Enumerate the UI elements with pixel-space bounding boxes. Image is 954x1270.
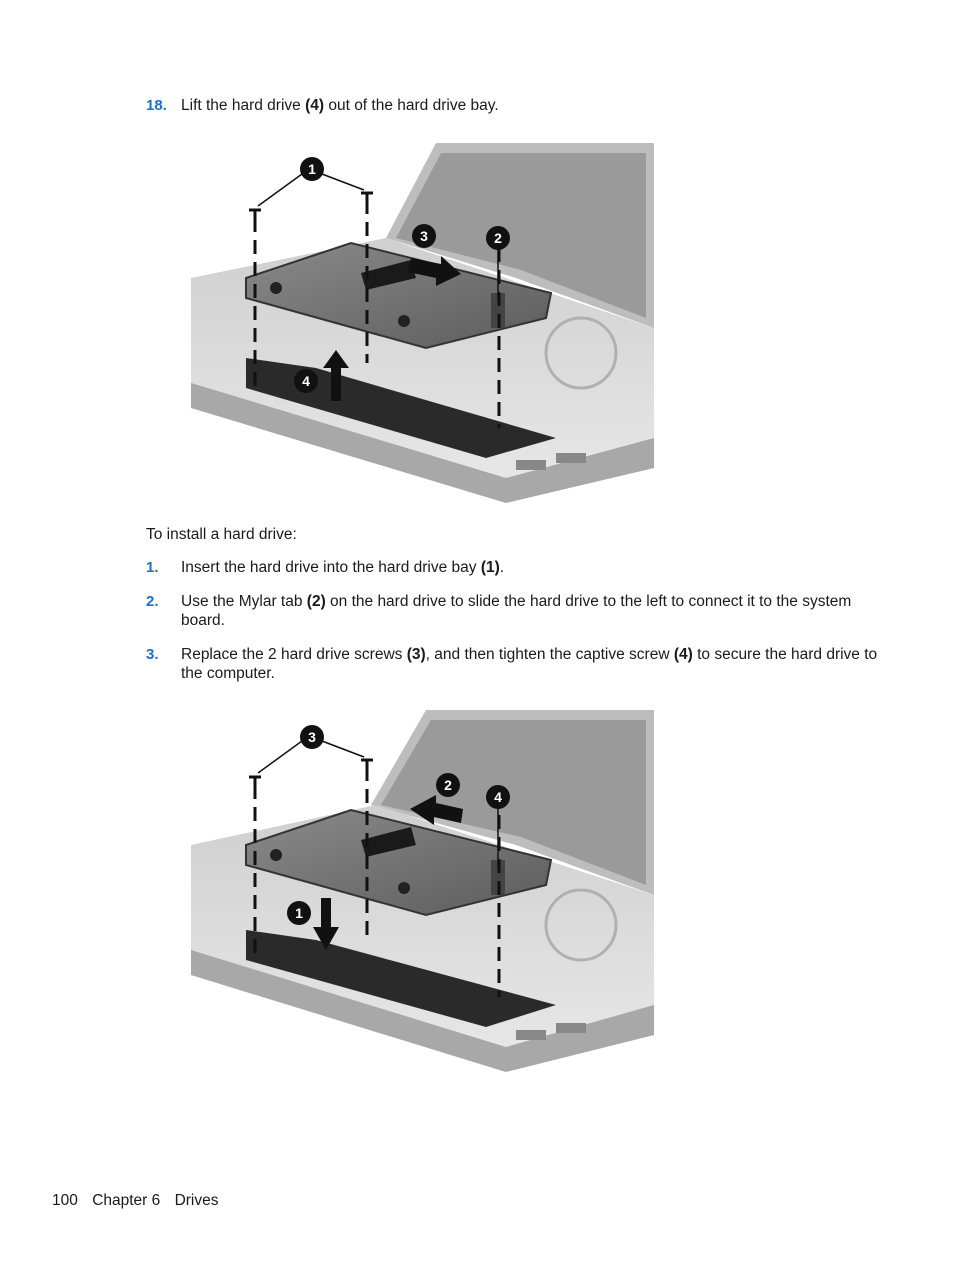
callout-1: 1: [300, 157, 324, 181]
section-label: Drives: [174, 1192, 219, 1209]
hard-drive-removal-illustration: 1 2 3 4: [191, 143, 654, 503]
step-number: 2.: [146, 593, 159, 610]
svg-text:1: 1: [295, 905, 303, 921]
step-number: 1.: [146, 559, 159, 576]
callout-2: 2: [436, 773, 460, 797]
step-number: 3.: [146, 646, 159, 663]
page-footer: 100 Chapter 6 Drives: [52, 1192, 229, 1210]
callout-2: 2: [486, 226, 510, 250]
callout-4: 4: [294, 369, 318, 393]
callout-4: 4: [486, 785, 510, 809]
callout-3: 3: [300, 725, 324, 749]
chapter-label: Chapter 6: [92, 1192, 161, 1209]
svg-text:1: 1: [308, 161, 316, 177]
step-text: Use the Mylar tab (2) on the hard drive …: [181, 593, 852, 629]
figure-install-hard-drive: 3 2 4 1: [186, 705, 660, 1075]
svg-text:4: 4: [302, 373, 310, 389]
step-text: Insert the hard drive into the hard driv…: [181, 559, 505, 576]
svg-text:2: 2: [494, 230, 502, 246]
figure-remove-hard-drive: 1 2 3 4: [186, 138, 660, 506]
hard-drive-installation-illustration: 3 2 4 1: [191, 710, 654, 1072]
step-text: Lift the hard drive (4) out of the hard …: [181, 97, 499, 114]
callout-3: 3: [412, 224, 436, 248]
svg-text:2: 2: [444, 777, 452, 793]
install-intro: To install a hard drive:: [146, 526, 297, 543]
step-text: Replace the 2 hard drive screws (3), and…: [181, 646, 878, 682]
svg-text:3: 3: [308, 729, 316, 745]
step-number: 18.: [146, 97, 167, 114]
callout-1: 1: [287, 901, 311, 925]
page-number: 100: [52, 1192, 78, 1209]
svg-text:3: 3: [420, 228, 428, 244]
svg-text:4: 4: [494, 789, 502, 805]
